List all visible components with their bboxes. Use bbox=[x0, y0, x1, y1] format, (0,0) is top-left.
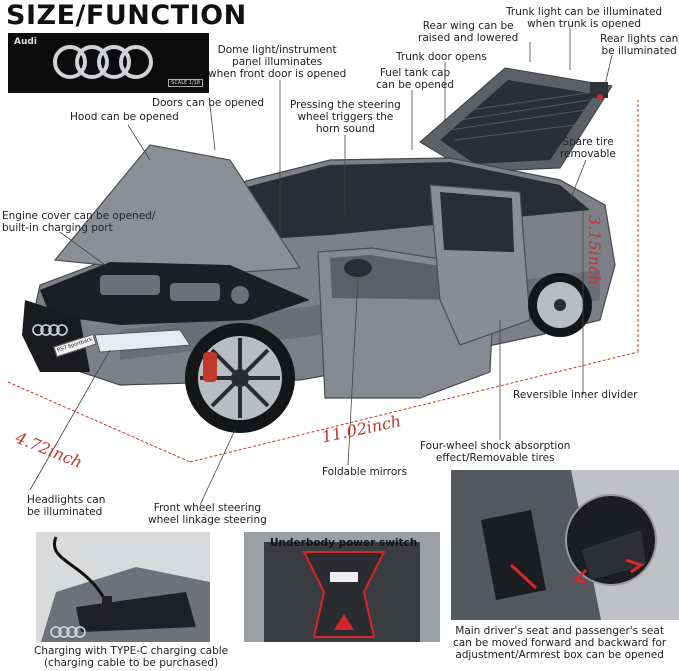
engine-parts-graphic bbox=[100, 275, 249, 304]
brand-logo-box: Audi SCALE 1/18 bbox=[8, 33, 209, 93]
page-title: SIZE/FUNCTION bbox=[6, 0, 247, 31]
underbody-panel bbox=[244, 532, 440, 642]
mirror-graphic bbox=[344, 259, 372, 277]
height-dimension: 3.15inch bbox=[585, 215, 604, 286]
label-underbody-switch: Underbody power switch bbox=[270, 537, 418, 549]
headlight-graphic bbox=[94, 329, 191, 353]
label-charging: Charging with TYPE-C charging cable(char… bbox=[34, 645, 229, 669]
brand-name: Audi bbox=[14, 37, 37, 47]
leader-lines bbox=[29, 28, 613, 506]
charging-panel bbox=[36, 532, 210, 642]
front-rings-graphic bbox=[32, 324, 68, 336]
scale-badge: SCALE 1/18 bbox=[168, 79, 203, 87]
interior-panel bbox=[451, 470, 679, 620]
audi-rings-icon bbox=[53, 45, 153, 79]
label-engine-cover: Engine cover can be opened/built-in char… bbox=[2, 210, 156, 234]
label-inner-divider: Reversible inner divider bbox=[513, 389, 638, 401]
front-grille-graphic bbox=[22, 300, 90, 372]
label-trunk-door: Trunk door opens bbox=[396, 51, 487, 63]
front-wheel-graphic bbox=[185, 323, 295, 433]
underbody-graphic bbox=[244, 532, 440, 642]
label-mirrors: Foldable mirrors bbox=[322, 466, 408, 478]
label-doors: Doors can be opened bbox=[152, 97, 265, 109]
dimension-lines bbox=[7, 100, 639, 463]
interior-seat-graphic bbox=[451, 470, 679, 620]
charging-port-graphic bbox=[36, 532, 210, 642]
label-hood: Hood can be opened bbox=[70, 111, 179, 123]
rear-wheel-graphic bbox=[528, 273, 592, 337]
